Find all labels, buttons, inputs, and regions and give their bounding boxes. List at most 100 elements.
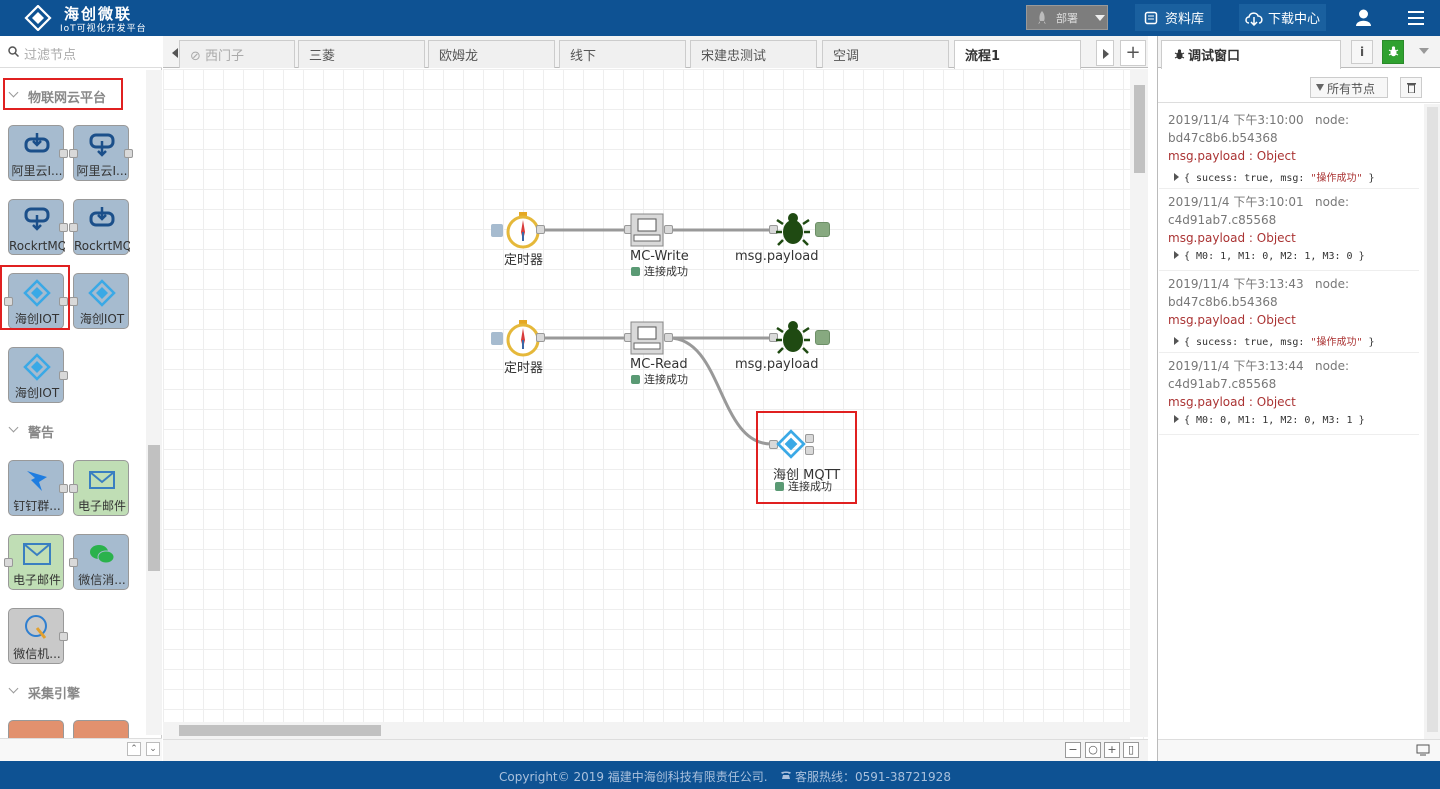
deploy-button[interactable]: 部署 [1026, 5, 1108, 30]
wire[interactable] [668, 336, 772, 446]
collapse-all-icon[interactable]: ⌃ [127, 742, 141, 756]
category-collector[interactable]: 采集引擎 [0, 679, 146, 705]
palette-node-collector-1[interactable] [8, 720, 64, 738]
sidebar-menu-button[interactable] [1413, 40, 1435, 64]
debug-toggle[interactable] [815, 222, 830, 237]
user-icon[interactable] [1356, 9, 1371, 26]
book-icon [1144, 11, 1158, 25]
tab-mitsubishi[interactable]: 三菱 [298, 40, 425, 68]
message-value[interactable]: { M0: 0, M1: 1, M2: 0, M3: 1 } [1168, 415, 1419, 426]
debug-message[interactable]: 2019/11/4 下午3:13:44 node: c4d91ab7.c8556… [1159, 353, 1419, 435]
tab-aircon[interactable]: 空调 [822, 40, 949, 68]
phone-icon [781, 771, 791, 779]
page-footer: Copyright© 2019 福建中海创科技有限责任公司. 客服热线：0591… [0, 761, 1440, 789]
node-label: msg.payload [735, 249, 819, 264]
debug-scrollbar[interactable] [1424, 104, 1440, 739]
filter-nodes-button[interactable]: 所有节点 [1310, 77, 1388, 98]
chevron-down-icon [8, 683, 19, 694]
tab-test[interactable]: 宋建忠测试 [690, 40, 817, 68]
message-topic: msg.payload : Object [1168, 231, 1296, 245]
tab-flow1[interactable]: 流程1 [954, 40, 1081, 69]
deploy-label: 部署 [1056, 12, 1078, 25]
message-topic: msg.payload : Object [1168, 149, 1296, 163]
palette-node-email-out[interactable]: 电子邮件 [4, 534, 64, 590]
message-value[interactable]: { M0: 1, M1: 0, M2: 1, M3: 0 } [1168, 251, 1419, 262]
logo-icon [24, 5, 52, 31]
tab-scroll-right[interactable] [1096, 40, 1114, 66]
zoom-in-icon[interactable]: + [1104, 742, 1120, 758]
debug-sidebar: 调试窗口 i 所有节点 2019/11/4 下午3:10:00 node: bd… [1157, 36, 1440, 761]
palette-node-haichuang-iot-out[interactable]: 海创IOT [69, 273, 129, 329]
canvas-horizontal-scrollbar[interactable] [163, 722, 1130, 739]
palette-node-aliyun-out[interactable]: 阿里云I... [69, 125, 133, 181]
inject-button[interactable] [491, 332, 503, 345]
tab-scroll-left[interactable] [167, 40, 181, 66]
expand-all-icon[interactable]: ⌄ [146, 742, 160, 756]
zoom-reset-icon[interactable]: ○ [1085, 742, 1101, 758]
palette-node-aliyun-in[interactable]: 阿里云I... [8, 125, 68, 181]
search-input[interactable]: 过滤节点 [24, 48, 77, 63]
category-alert[interactable]: 警告 [0, 418, 146, 444]
category-label: 物联网云平台 [28, 91, 107, 106]
debug-message[interactable]: 2019/11/4 下午3:10:01 node: c4d91ab7.c8556… [1159, 189, 1419, 271]
tab-siemens[interactable]: ⊘ 西门子 [179, 40, 295, 68]
plc-icon[interactable] [630, 321, 664, 355]
node-label: msg.payload [735, 357, 819, 372]
haichuang-mqtt-icon[interactable] [776, 429, 806, 459]
palette-node-rocketmq-in[interactable]: RockrtMQ [8, 199, 68, 255]
info-button[interactable]: i [1351, 40, 1373, 64]
message-meta: 2019/11/4 下午3:13:43 node: bd47c8b6.b5436… [1168, 277, 1353, 309]
flow-canvas[interactable]: 定时器 MC-Write 连接成功 msg.payload 定时器 MC-Rea… [163, 69, 1148, 739]
category-label: 警告 [28, 426, 55, 441]
aliyun-icon [89, 133, 115, 157]
filter-icon [1316, 84, 1324, 91]
zoom-out-icon[interactable]: − [1065, 742, 1081, 758]
monitor-icon[interactable] [1416, 744, 1430, 756]
debug-message[interactable]: 2019/11/4 下午3:10:00 node: bd47c8b6.b5436… [1159, 107, 1419, 189]
message-value[interactable]: { sucess: true, msg: "操作成功" } [1168, 333, 1419, 348]
palette-node-haichuang-iot-in[interactable]: 海创IOT [4, 273, 68, 329]
node-label: 定时器 [504, 361, 544, 376]
palette-filter[interactable]: 过滤节点 [0, 36, 162, 68]
tab-debug[interactable]: 调试窗口 [1161, 40, 1341, 69]
library-label: 资料库 [1165, 12, 1205, 27]
brand-subtitle: IoT可视化开发平台 [60, 24, 147, 34]
rocketmq-icon [89, 207, 115, 227]
palette-node-wechat-msg[interactable]: 微信消... [69, 534, 129, 590]
palette-node-haichuang-iot-3[interactable]: 海创IOT [8, 347, 68, 403]
menu-icon[interactable] [1408, 11, 1424, 25]
palette-node-wechat-bot[interactable]: 微信机... [8, 608, 68, 664]
message-value[interactable]: { sucess: true, msg: "操作成功" } [1168, 169, 1419, 184]
add-tab-button[interactable]: + [1120, 40, 1146, 66]
category-iot-cloud[interactable]: 物联网云平台 [0, 83, 146, 109]
wechat-icon [90, 545, 115, 564]
palette-scrollbar[interactable] [146, 70, 162, 735]
chevron-down-icon[interactable] [1095, 15, 1105, 21]
debug-toggle[interactable] [815, 330, 830, 345]
debug-tab-button[interactable] [1382, 40, 1404, 64]
download-center-button[interactable]: 下载中心 [1239, 4, 1326, 31]
navigator-icon[interactable]: ▯ [1123, 742, 1139, 758]
chevron-down-icon [1419, 48, 1429, 54]
node-label: MC-Read [630, 357, 688, 372]
status-badge: 连接成功 [775, 478, 832, 494]
canvas-vertical-scrollbar[interactable] [1130, 69, 1148, 737]
clear-messages-button[interactable] [1400, 77, 1422, 98]
node-palette: 过滤节点 物联网云平台 阿里云I... 阿里云I... RockrtMQ Roc… [0, 36, 162, 761]
library-button[interactable]: 资料库 [1135, 4, 1211, 31]
palette-node-rocketmq-out[interactable]: RockrtMQ [69, 199, 130, 255]
flow-wires [540, 228, 773, 446]
inject-button[interactable] [491, 224, 503, 237]
palette-node-collector-2[interactable] [73, 720, 129, 738]
palette-node-dingtalk[interactable]: 钉钉群... [8, 460, 68, 516]
rocket-icon [1038, 11, 1046, 24]
palette-node-email-in[interactable]: 电子邮件 [69, 460, 129, 516]
plc-icon[interactable] [630, 213, 664, 247]
tab-omron[interactable]: 欧姆龙 [428, 40, 555, 68]
cloud-download-icon [1245, 12, 1263, 26]
debug-bug-icon[interactable] [775, 318, 811, 354]
debug-message[interactable]: 2019/11/4 下午3:13:43 node: bd47c8b6.b5436… [1159, 271, 1419, 353]
status-badge: 连接成功 [631, 371, 688, 387]
tab-offline[interactable]: 线下 [559, 40, 686, 68]
debug-bug-icon[interactable] [775, 210, 811, 246]
